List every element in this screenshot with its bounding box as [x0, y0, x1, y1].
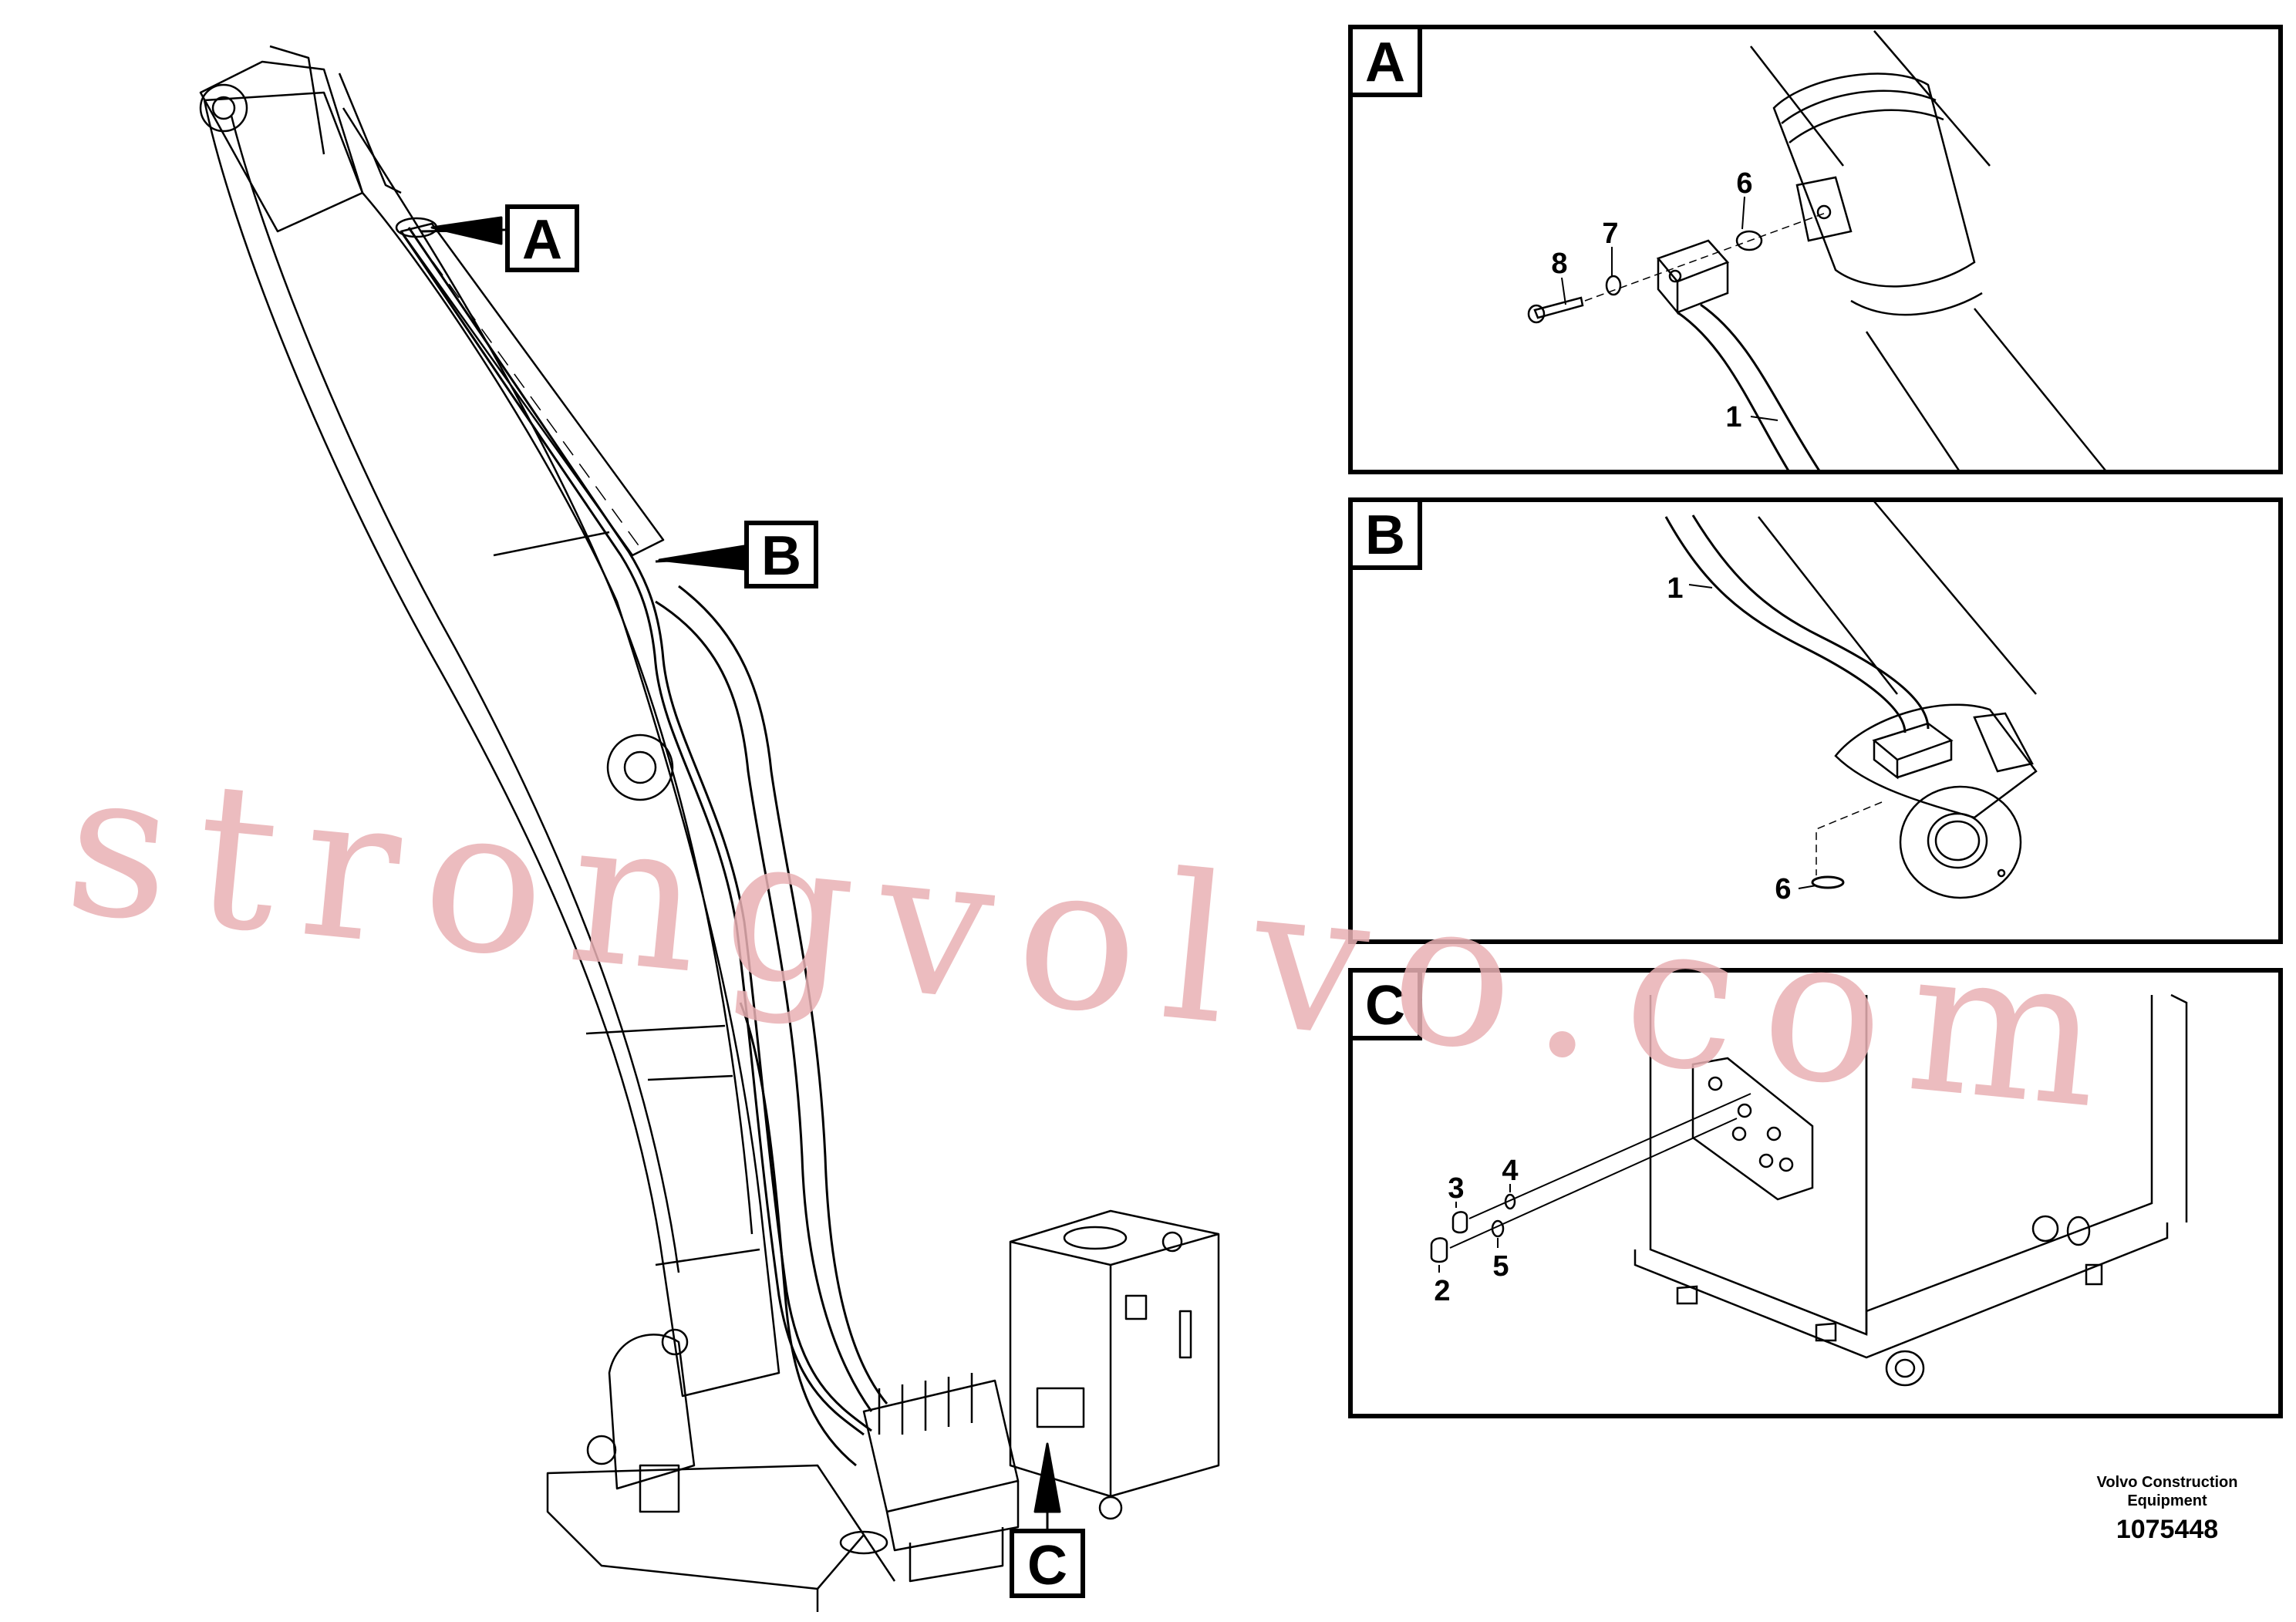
panel-a-label-8: 8: [1551, 248, 1567, 280]
panel-a-label-7: 7: [1602, 218, 1618, 250]
panel-a-drawing: [1527, 30, 2106, 473]
control-valve: [862, 1373, 1020, 1583]
panel-b: B 1 6: [1348, 497, 2283, 944]
panel-a-title: A: [1365, 32, 1405, 93]
hose-lines: [400, 227, 888, 1467]
panel-b-title: B: [1365, 504, 1405, 566]
footer-part-number: 1075448: [2116, 1515, 2219, 1544]
callout-c-label: C: [1027, 1535, 1067, 1597]
main-view: [201, 46, 1220, 1612]
callout-b-label: B: [761, 525, 801, 587]
panel-a-label-1: 1: [1725, 401, 1741, 433]
callout-c: C: [1010, 1529, 1085, 1598]
callout-a-label: A: [522, 209, 562, 271]
callout-b: B: [744, 521, 818, 588]
panel-c: C: [1348, 968, 2283, 1418]
panel-a-label-6: 6: [1736, 167, 1752, 200]
panel-c-label-2: 2: [1434, 1275, 1450, 1307]
panel-c-label-4: 4: [1502, 1155, 1518, 1187]
hydraulic-tank: [1010, 1211, 1220, 1520]
callout-leaders: [420, 216, 1061, 1535]
callout-a: A: [505, 204, 579, 272]
panel-b-drawing: [1664, 501, 2038, 899]
panel-a: A 6 7 8: [1348, 25, 2283, 474]
panel-c-label-3: 3: [1448, 1172, 1464, 1205]
panel-c-title: C: [1365, 975, 1405, 1037]
panel-b-label-1: 1: [1667, 572, 1683, 605]
panel-b-label-6: 6: [1775, 873, 1791, 905]
panel-c-drawing: [1430, 993, 2188, 1387]
panel-c-label-5: 5: [1492, 1250, 1509, 1283]
